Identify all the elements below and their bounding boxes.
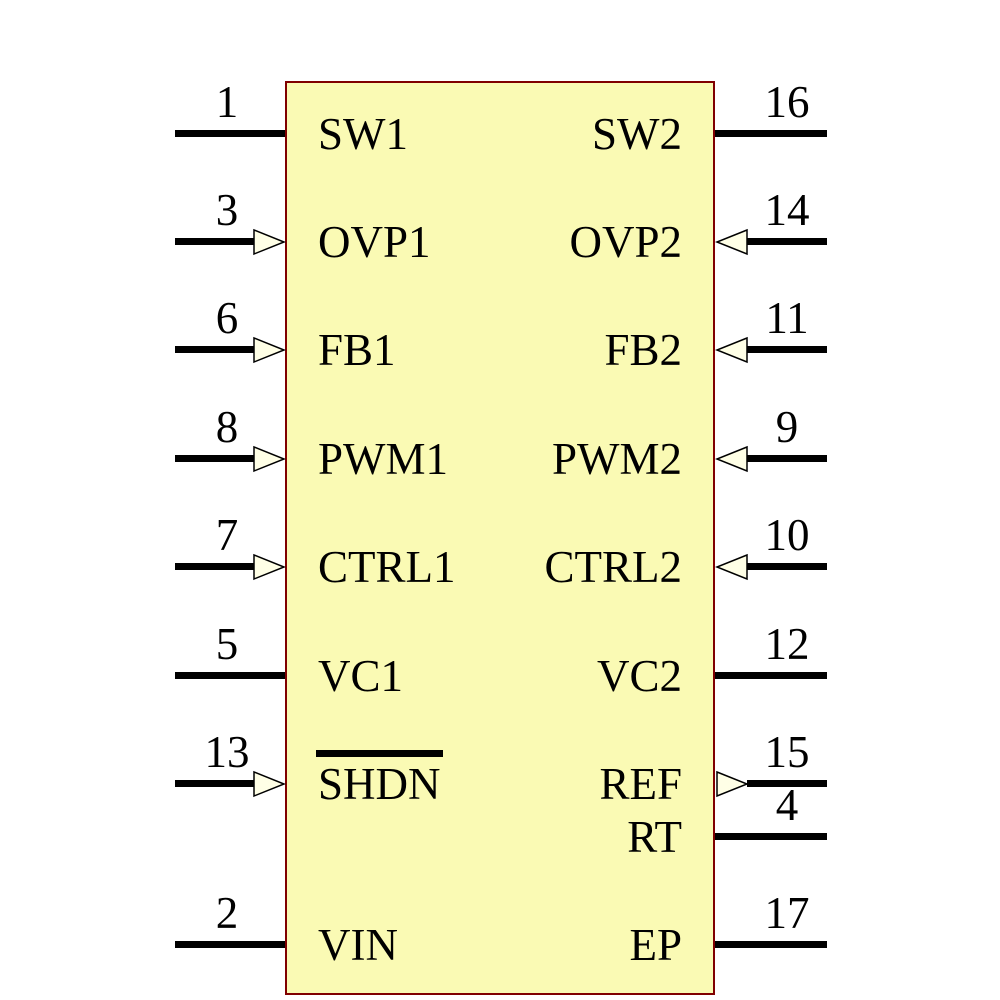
pin-number: 7 [215,510,239,560]
ic-body [285,81,715,995]
pin-line [175,780,254,787]
pin-label: SW1 [318,109,408,159]
pin-line [715,941,827,948]
pin-label: VC1 [318,651,404,701]
pin-label: VIN [318,920,398,970]
pin-number: 17 [764,888,810,938]
pin-label: VC2 [596,651,682,701]
pin-line [175,346,254,353]
pin-number: 9 [775,402,799,452]
pin-arrow-icon [253,770,287,798]
pin-number: 16 [764,77,810,127]
pin-number: 1 [215,77,239,127]
pin-arrow-icon [253,445,287,473]
pin-label: EP [629,920,682,970]
pin-label: SHDN [316,750,443,809]
pin-number: 11 [765,293,809,343]
pin-arrow-icon [714,228,748,256]
pin-label: FB2 [604,325,682,375]
pin-label: PWM2 [551,434,682,484]
pin-line [175,130,285,137]
pin-line [715,833,827,840]
pin-line [175,238,254,245]
pin-arrow-icon [714,445,748,473]
pin-line [175,941,285,948]
pin-label: OVP2 [569,217,682,267]
pin-number: 10 [764,510,810,560]
pin-line [175,672,285,679]
pin-number: 13 [204,727,250,777]
pin-number: 15 [764,727,810,777]
pin-line [747,780,827,787]
pin-line [175,455,254,462]
pin-number: 4 [775,780,799,830]
pin-label: CTRL2 [544,542,682,592]
pin-label: RT [627,812,682,862]
pin-arrow-icon [253,553,287,581]
pin-line [715,130,827,137]
pin-number: 3 [215,185,239,235]
pin-arrow-icon [253,228,287,256]
pin-line [747,563,827,570]
pin-number: 6 [215,293,239,343]
pin-number: 5 [215,619,239,669]
pin-label: SW2 [592,109,682,159]
pin-label: PWM1 [318,434,449,484]
pin-number: 2 [215,888,239,938]
pin-line [747,346,827,353]
pin-label: REF [599,759,682,809]
pin-arrow-icon [714,336,748,364]
pin-number: 8 [215,402,239,452]
pin-number: 12 [764,619,810,669]
pin-label: FB1 [318,325,396,375]
pin-arrow-icon [714,553,748,581]
pin-line [175,563,254,570]
pin-label: OVP1 [318,217,431,267]
pin-label: CTRL1 [318,542,456,592]
pin-arrow-icon [716,770,750,798]
pin-arrow-icon [253,336,287,364]
pin-line [715,672,827,679]
pin-number: 14 [764,185,810,235]
pin-line [747,238,827,245]
pin-line [747,455,827,462]
